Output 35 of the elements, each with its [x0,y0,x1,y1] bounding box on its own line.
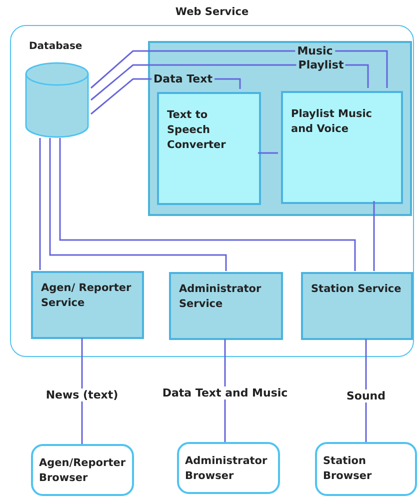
process-box [281,91,403,204]
edge-label: Data Text and Music [160,386,290,400]
browser-box [177,442,280,494]
node-label: Station Browser [322,454,373,484]
connector-line [224,339,226,442]
service-box [31,271,144,339]
connector-line [49,138,227,271]
node-label: Station Service [310,282,402,297]
connector-line [59,138,356,271]
container-title: Web Service [174,5,250,20]
edge-label: Music [295,44,335,58]
browser-box [315,442,417,496]
connector-line [39,138,41,270]
connector-line [90,50,388,89]
connector-line [365,339,367,442]
node-label: Text to Speech Converter [166,108,227,153]
service-box [169,272,283,340]
node-label: Agen/Reporter Browser [38,456,127,486]
edge-label: Playlist [296,58,346,72]
node-label: Agen/ Reporter Service [40,281,132,311]
edge-label: News (text) [44,388,120,402]
edge-label: Data Text [152,72,214,86]
connector-line [258,152,278,154]
service-box [301,272,413,340]
node-label: Playlist Music and Voice [290,107,374,137]
connector-line [373,201,375,271]
node-label: Administrator Service [178,282,262,312]
database-node [24,39,92,139]
edge-label: Sound [344,390,388,402]
browser-box [31,444,134,496]
module-panel [148,41,412,216]
database-label: Database [29,40,82,54]
connector-line [81,338,83,444]
node-label: Administrator Browser [184,454,268,484]
process-box [157,92,261,205]
